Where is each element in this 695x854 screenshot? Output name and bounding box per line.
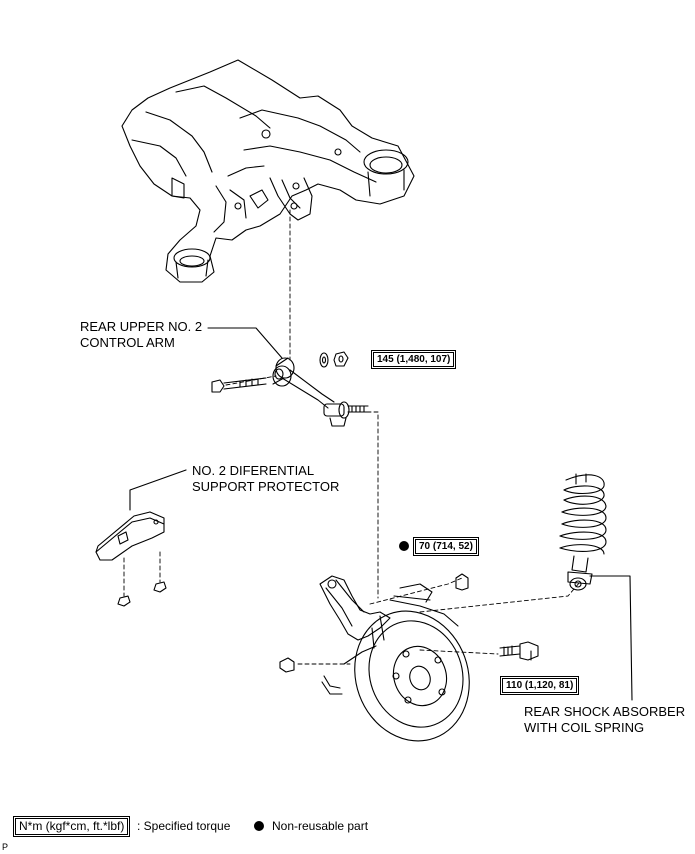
rear-suspension-member-drawing [121, 59, 415, 283]
legend-non-reusable-dot [254, 821, 264, 831]
upper-control-arm-drawing [207, 327, 369, 427]
upper-control-arm-label-line1: REAR UPPER NO. 2 [80, 319, 203, 334]
upper-control-arm-label-line2: CONTROL ARM [80, 335, 175, 350]
shock-absorber-label-line1: REAR SHOCK ABSORBER [524, 704, 686, 719]
legend-non-reusable-desc: Non-reusable part [272, 819, 369, 833]
non-reusable-marker [399, 541, 409, 551]
diff-protector-label-line2: SUPPORT PROTECTOR [192, 479, 340, 494]
diff-protector-label-line1: NO. 2 DIFERENTIAL [192, 463, 315, 478]
shock-absorber-label-line2: WITH COIL SPRING [524, 720, 645, 735]
legend-torque-unit-box: N*m (kgf*cm, ft.*lbf) [12, 816, 131, 837]
rear-axle-carrier-drawing [279, 573, 539, 742]
diff-support-protector-drawing [95, 469, 187, 607]
torque-upper-arm-nut: 145 (1,480, 107) [370, 350, 457, 369]
torque-shock-bolt: 110 (1,120, 81) [499, 676, 580, 695]
corner-code: P [2, 842, 9, 852]
shock-absorber-drawing [559, 473, 633, 701]
legend-torque-desc: : Specified torque [137, 819, 231, 833]
torque-hub-nut: 70 (714, 52) [413, 537, 479, 556]
